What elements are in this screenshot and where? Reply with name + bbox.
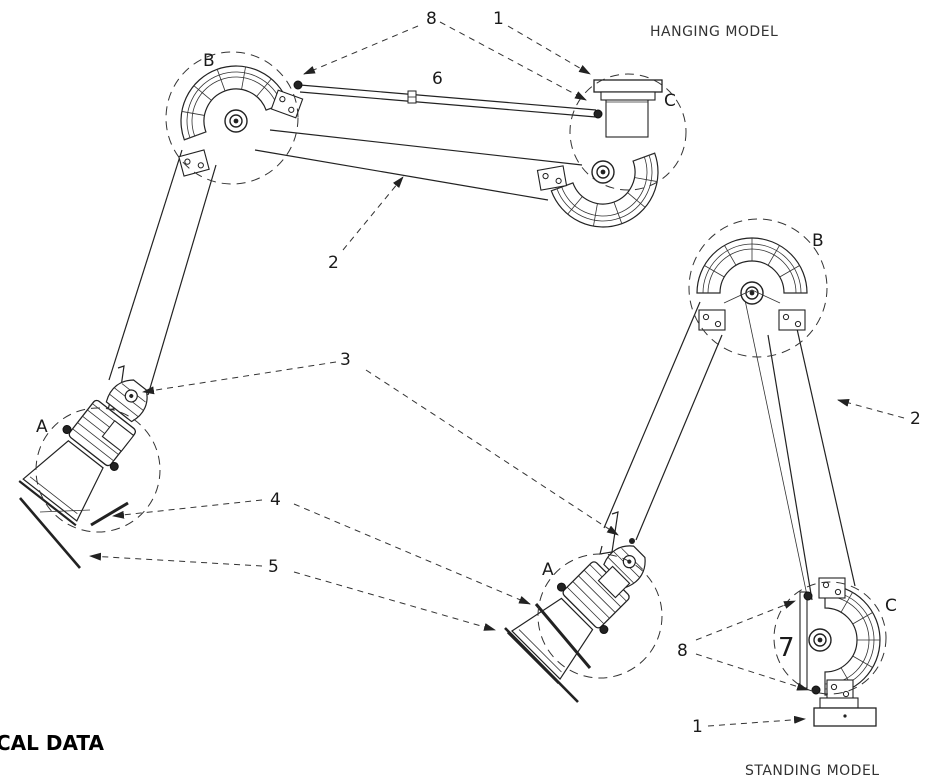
callout-8-standing: 8: [677, 641, 688, 661]
joint-c-circle-hanging: [569, 73, 687, 191]
callout-5: 5: [268, 557, 279, 577]
callout-8-hanging: 8: [426, 9, 437, 29]
hood-a-hanging: [18, 361, 170, 527]
callout-3: 3: [340, 350, 351, 370]
standing-model-label: STANDING MODEL: [745, 763, 880, 779]
joint-label-c-hanging: C: [664, 91, 676, 111]
callout-1-hanging: 1: [493, 9, 504, 29]
joint-label-c-standing: C: [885, 596, 897, 616]
joint-label-a-hanging: A: [36, 417, 48, 437]
joint-label-b-standing: B: [812, 231, 824, 251]
ceiling-mount: [593, 79, 663, 101]
joint-b-circle-hanging: [165, 51, 299, 185]
floor-base: [813, 697, 877, 727]
joint-label-b-hanging: B: [203, 51, 215, 71]
callout-2-hanging: 2: [328, 253, 339, 273]
hanging-model: [18, 49, 687, 569]
section-heading: CAL DATA: [0, 731, 104, 755]
callout-4: 4: [270, 490, 281, 510]
callout-7-standing: 7: [778, 633, 795, 663]
callout-6-hanging: 6: [432, 69, 443, 89]
joint-label-a-standing: A: [542, 560, 554, 580]
callout-1-standing: 1: [692, 717, 703, 737]
joint-b-circle-standing: [688, 218, 828, 358]
joint-a-circle-hanging: [35, 407, 161, 533]
callout-arrows: [89, 21, 905, 727]
hood-a-standing: [506, 525, 666, 685]
joint-a-circle-standing: [537, 553, 663, 679]
joint-c-circle-standing: [773, 581, 887, 695]
elbow-c-standing: [824, 584, 881, 696]
callout-2-standing: 2: [910, 409, 921, 429]
hanging-model-label: HANGING MODEL: [650, 24, 778, 40]
standing-model: [504, 218, 887, 727]
